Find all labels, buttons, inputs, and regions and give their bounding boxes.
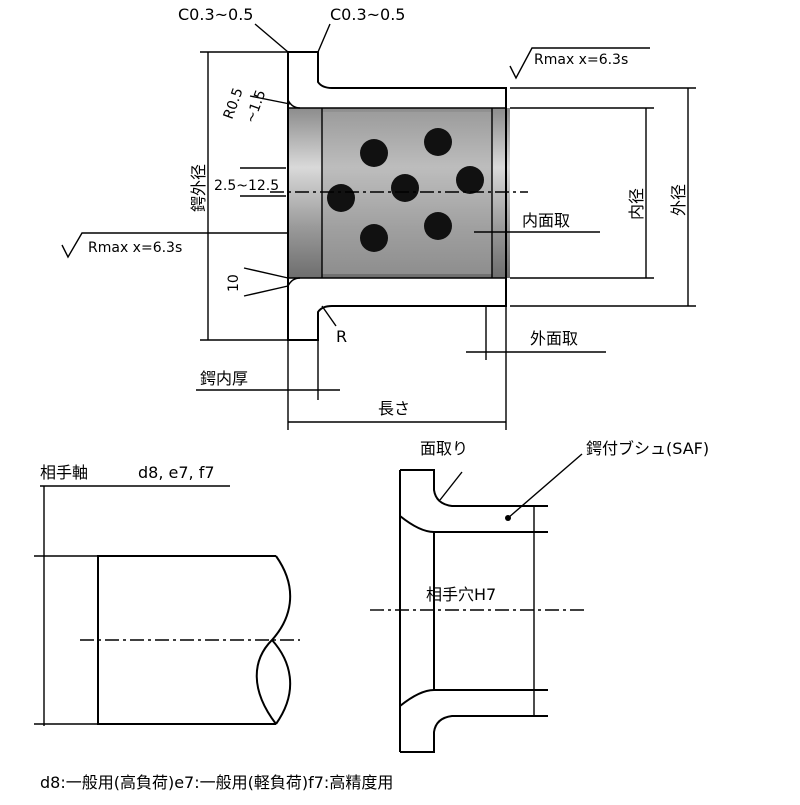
- plug: [360, 224, 388, 252]
- plug: [391, 174, 419, 202]
- roughness-top-label: Rmax x=6.3s: [534, 52, 628, 68]
- radius-label: R: [336, 327, 347, 346]
- graphite-plugs: [327, 128, 484, 252]
- roughness-symbol-left: [61, 232, 288, 259]
- chamfer-leader-right: [317, 23, 331, 53]
- shaft-break: [255, 555, 292, 725]
- bushing-flare-top: [399, 515, 548, 533]
- plug: [424, 212, 452, 240]
- corner-radius-label: R0.5: [221, 86, 247, 122]
- housing-outline-bottom: [400, 715, 548, 753]
- shaft-tolerances: d8, e7, f7: [138, 463, 215, 482]
- plug: [424, 128, 452, 156]
- outer-chamfer-label: 外面取: [530, 329, 578, 348]
- mating-shaft-drawing: 相手軸 d8, e7, f7: [34, 463, 300, 726]
- flange-thickness-label: 鍔内厚: [200, 369, 248, 388]
- bushing-section-drawing: C0.3~0.5 C0.3~0.5 Rmax x=6.3s Rmax x=6.3…: [61, 5, 696, 430]
- chamfer-leader: [439, 471, 463, 501]
- height-leader-a: [243, 267, 289, 279]
- height-leader-b: [243, 285, 289, 297]
- radius-leader: [249, 95, 291, 105]
- inner-diameter-label: 内径: [627, 188, 646, 220]
- leader-dot: [505, 515, 511, 521]
- flange-od-label: 鍔外径: [189, 164, 208, 212]
- chamfer-right-label: C0.3~0.5: [330, 5, 405, 24]
- inner-chamfer-label: 内面取: [522, 211, 570, 230]
- bushing-leader: [507, 453, 583, 519]
- r-leader: [321, 305, 337, 327]
- chamfer-left-label: C0.3~0.5: [178, 5, 253, 24]
- outer-diameter-label: 外径: [669, 184, 688, 216]
- chamfer-top: [287, 99, 301, 109]
- roughness-left-label: Rmax x=6.3s: [88, 240, 182, 256]
- footnote: d8:一般用(高負荷)e7:一般用(軽負荷)f7:高精度用: [40, 773, 393, 792]
- hole-label: 相手穴H7: [426, 585, 496, 604]
- flange-height-label: 10: [226, 274, 242, 292]
- bushing-flare-bottom: [399, 689, 548, 707]
- chamfer-leader-left: [254, 23, 289, 53]
- roughness-symbol-top: [509, 47, 650, 80]
- bushing-in-hole-drawing: 相手穴H7 面取り 鍔付ブシュ(SAF): [370, 439, 709, 753]
- chamfer-label: 面取り: [420, 439, 468, 458]
- plug: [327, 184, 355, 212]
- corner-radius-range-label: ~1.5: [243, 88, 270, 125]
- chamfer-bottom: [287, 277, 301, 287]
- plug: [360, 139, 388, 167]
- shaft-title: 相手軸: [40, 463, 88, 482]
- bushing-label: 鍔付ブシュ(SAF): [586, 439, 709, 458]
- housing-outline-top: [400, 469, 548, 507]
- length-label: 長さ: [378, 399, 410, 418]
- plug: [456, 166, 484, 194]
- groove-pitch-label: 2.5~12.5: [214, 178, 279, 194]
